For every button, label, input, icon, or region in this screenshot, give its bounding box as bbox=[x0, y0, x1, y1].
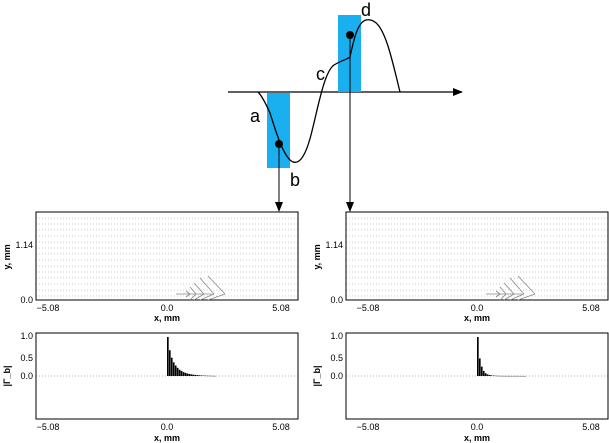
left-bottom-ytick-0: 0.0 bbox=[20, 371, 33, 381]
bar bbox=[200, 375, 203, 376]
bar bbox=[188, 373, 191, 376]
right-bottom-bars bbox=[477, 337, 526, 377]
right-bottom-panel: −5.08 0.0 5.08 1.0 0.5 0.0 x, mm |Γ_b| bbox=[312, 331, 609, 443]
bar bbox=[172, 362, 175, 376]
left-bottom-xtick-zero: 0.0 bbox=[161, 422, 174, 432]
right-top-xtick-zero: 0.0 bbox=[471, 303, 484, 313]
label-c: c bbox=[316, 64, 325, 84]
left-bottom-panel: −5.08 0.0 5.08 1.0 0.5 0.0 x, mm |Γ_b| bbox=[2, 331, 299, 443]
left-bottom-frame bbox=[35, 332, 299, 420]
bar bbox=[477, 337, 479, 376]
right-top-xlabel: x, mm bbox=[464, 313, 490, 323]
bar bbox=[176, 367, 179, 376]
left-bottom-bars bbox=[167, 337, 216, 377]
right-bottom-ytick-0: 0.0 bbox=[330, 371, 343, 381]
left-top-xtick-pos: 5.08 bbox=[272, 303, 290, 313]
right-bottom-frame bbox=[345, 332, 609, 420]
left-bottom-xlabel: x, mm bbox=[154, 433, 180, 443]
bar bbox=[488, 375, 491, 376]
right-top-xtick-neg: −5.08 bbox=[357, 303, 380, 313]
bar bbox=[490, 375, 493, 376]
bar bbox=[198, 375, 201, 376]
left-bottom-xtick-neg: −5.08 bbox=[37, 422, 60, 432]
schematic-diagram: a b c d bbox=[228, 0, 463, 212]
left-top-chevrons bbox=[176, 275, 226, 301]
bar-b bbox=[267, 93, 290, 168]
right-top-ytick-0: 0.0 bbox=[330, 295, 343, 305]
right-bottom-ytick-half: 0.5 bbox=[330, 353, 343, 363]
bar bbox=[482, 370, 485, 376]
right-bottom-xtick-zero: 0.0 bbox=[471, 422, 484, 432]
left-bottom-ytick-1: 1.0 bbox=[20, 331, 33, 341]
bar bbox=[484, 373, 487, 376]
right-bottom-xlabel: x, mm bbox=[464, 433, 490, 443]
right-top-ylabel: y, mm bbox=[312, 244, 322, 269]
right-top-gridlines bbox=[346, 217, 608, 297]
bar bbox=[486, 374, 489, 376]
right-top-chevrons bbox=[486, 275, 536, 301]
bar bbox=[182, 372, 185, 376]
bar bbox=[190, 374, 193, 376]
left-top-xtick-zero: 0.0 bbox=[161, 303, 174, 313]
bar bbox=[170, 357, 173, 376]
right-top-panel: −5.08 0.0 5.08 0.0 1.14 x, mm y, mm bbox=[312, 211, 609, 323]
right-top-xtick-pos: 5.08 bbox=[582, 303, 600, 313]
waveform-curve bbox=[257, 19, 401, 163]
bar bbox=[180, 370, 183, 376]
left-top-panel: −5.08 0.0 5.08 0.0 1.14 x, mm y, mm bbox=[2, 211, 299, 323]
bar bbox=[186, 373, 189, 376]
left-bottom-ylabel: |Γ_b| bbox=[2, 366, 12, 387]
left-top-ytick-0: 0.0 bbox=[20, 295, 33, 305]
bar bbox=[168, 350, 171, 376]
bar bbox=[194, 374, 197, 376]
bar bbox=[480, 366, 483, 376]
bar bbox=[174, 365, 177, 376]
right-bottom-ytick-1: 1.0 bbox=[330, 331, 343, 341]
left-top-ylabel: y, mm bbox=[2, 244, 12, 269]
bar bbox=[478, 358, 481, 376]
right-bottom-ylabel: |Γ_b| bbox=[312, 366, 322, 387]
left-top-gridlines bbox=[36, 217, 298, 297]
bar bbox=[167, 337, 169, 376]
bar bbox=[192, 374, 195, 376]
bar bbox=[184, 372, 187, 376]
left-top-frame bbox=[35, 211, 299, 301]
label-b: b bbox=[290, 170, 300, 190]
bar bbox=[196, 375, 199, 376]
bar bbox=[178, 369, 181, 376]
label-a: a bbox=[250, 106, 261, 126]
right-bottom-xtick-neg: −5.08 bbox=[357, 422, 380, 432]
label-d: d bbox=[361, 0, 371, 20]
right-bottom-xtick-pos: 5.08 bbox=[582, 422, 600, 432]
left-top-xlabel: x, mm bbox=[154, 313, 180, 323]
left-bottom-xtick-pos: 5.08 bbox=[272, 422, 290, 432]
left-top-ytick-1: 1.14 bbox=[15, 240, 33, 250]
left-bottom-ytick-half: 0.5 bbox=[20, 353, 33, 363]
left-top-xtick-neg: −5.08 bbox=[37, 303, 60, 313]
right-top-frame bbox=[345, 211, 609, 301]
right-top-ytick-1: 1.14 bbox=[325, 240, 343, 250]
